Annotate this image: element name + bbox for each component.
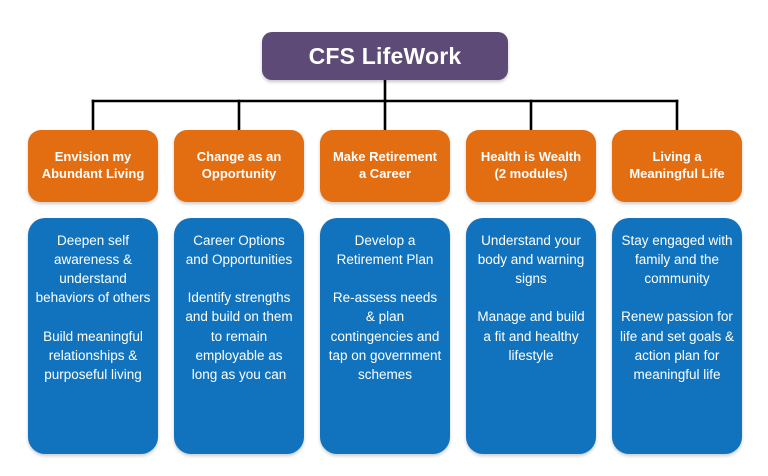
branch-column-envision: Envision my Abundant Living Deepen self … — [28, 130, 158, 454]
branch-header-box: Make Retirement a Career — [320, 130, 450, 202]
branch-header-box: Envision my Abundant Living — [28, 130, 158, 202]
branch-paragraph: Develop a Retirement Plan — [336, 233, 434, 268]
branch-header-label: Make Retirement a Career — [332, 149, 438, 181]
branch-paragraph: Stay engaged with family and the communi… — [621, 233, 733, 287]
branch-header-label: Living a Meaningful Life — [629, 149, 725, 181]
branch-header-label: Change as an Opportunity — [196, 149, 282, 181]
root-node-box: CFS LifeWork — [262, 32, 508, 80]
branch-header-box: Living a Meaningful Life — [612, 130, 742, 202]
branch-body-box: Develop a Retirement Plan Re-assess need… — [320, 218, 450, 454]
branch-paragraph: Renew passion for life and set goals & a… — [619, 309, 735, 382]
branch-paragraph: Identify strengths and build on them to … — [185, 290, 293, 382]
branch-paragraph: Build meaningful relationships & purpose… — [43, 328, 143, 382]
branch-header-label: Health is Wealth (2 modules) — [480, 149, 582, 181]
branch-body-box: Career Options and Opportunities Identif… — [174, 218, 304, 454]
branch-paragraph: Deepen self awareness & understand behav… — [35, 233, 151, 306]
branch-paragraph: Re-assess needs & plan contingencies and… — [328, 290, 442, 382]
branch-column-meaningful: Living a Meaningful Life Stay engaged wi… — [612, 130, 742, 454]
branch-body-box: Understand your body and warning signs M… — [466, 218, 596, 454]
branch-body-box: Stay engaged with family and the communi… — [612, 218, 742, 454]
root-node-title: CFS LifeWork — [308, 42, 462, 69]
branch-paragraph: Career Options and Opportunities — [185, 233, 293, 268]
branch-paragraph: Understand your body and warning signs — [477, 233, 585, 287]
branch-header-label: Envision my Abundant Living — [41, 149, 145, 181]
branch-paragraph: Manage and build a fit and healthy lifes… — [477, 309, 585, 363]
branch-column-retirement: Make Retirement a Career Develop a Retir… — [320, 130, 450, 454]
branch-header-box: Change as an Opportunity — [174, 130, 304, 202]
branch-column-change: Change as an Opportunity Career Options … — [174, 130, 304, 454]
branch-body-box: Deepen self awareness & understand behav… — [28, 218, 158, 454]
branch-column-health: Health is Wealth (2 modules) Understand … — [466, 130, 596, 454]
branch-header-box: Health is Wealth (2 modules) — [466, 130, 596, 202]
